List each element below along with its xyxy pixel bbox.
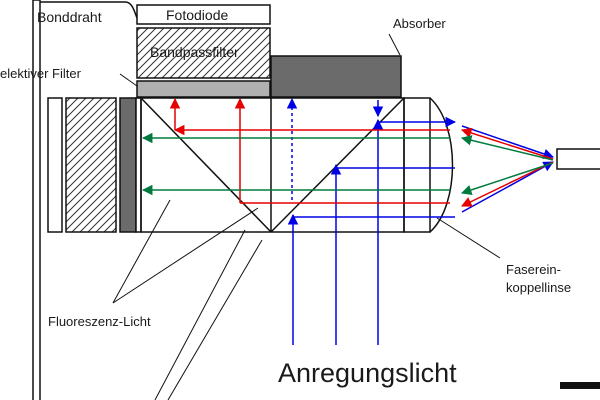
fluorescence-red-rays [169, 97, 554, 207]
left-housing [32, 0, 41, 400]
label-pointers [112, 199, 263, 400]
bonddraht-label: Bonddraht [37, 9, 102, 25]
photodiode-box [136, 4, 271, 25]
left-dark-filter [119, 97, 137, 233]
left-hatched-filter [65, 97, 117, 233]
lens-pointer [436, 217, 501, 259]
anregungslicht-label: Anregungslicht [278, 358, 457, 388]
optical-fiber [556, 148, 600, 170]
bandpass-filter-box [136, 27, 271, 79]
fluorescence-green-rays [141, 132, 554, 196]
absorber-pointer [388, 33, 401, 56]
absorber-label: Absorber [393, 16, 446, 31]
absorber-block [270, 55, 402, 98]
fiber-coupling-lens [429, 97, 454, 233]
selective-filter-pointer [119, 73, 138, 87]
koppellinse-label: koppellinse [506, 280, 571, 295]
bond-wire [40, 1, 138, 19]
left-plate [47, 97, 63, 233]
faserein-label: Faserein- [506, 262, 561, 277]
bandpassfilter-label: Bandpassfilter [150, 44, 239, 60]
fotodiode-label: Fotodiode [166, 7, 228, 23]
selective-filter-strip [136, 80, 271, 98]
scale-bar [560, 382, 600, 389]
excitation-rays [286, 97, 554, 345]
fluoreszenz-label: Fluoreszenz-Licht [48, 314, 151, 329]
main-optic-body [140, 97, 431, 233]
selective-filter-label: elektiver Filter [0, 66, 82, 81]
